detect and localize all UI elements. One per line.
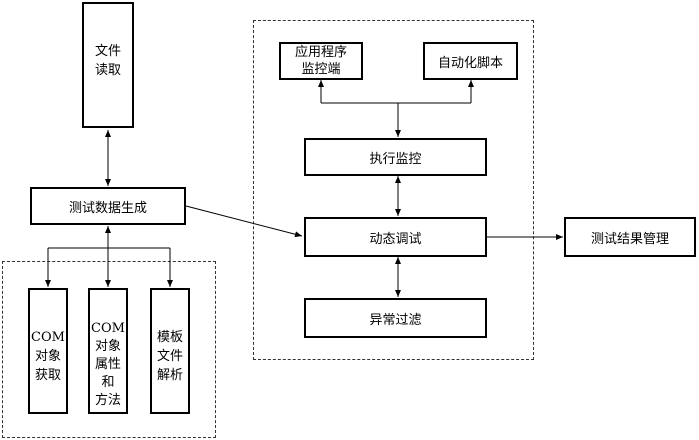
node-exec-monitor-label: 执行监控 [369, 151, 422, 167]
node-exec-monitor: 执行监控 [304, 138, 487, 176]
node-result-mgmt: 测试结果管理 [564, 217, 696, 257]
node-file-read: 文件 读取 [82, 2, 134, 128]
node-template-parse-label: 模板 文件 解析 [156, 330, 183, 383]
node-com-object-get-label: COM 对象 获取 [31, 330, 65, 383]
node-com-attr-method-label: COM 对象 属性 和 方法 [91, 321, 125, 408]
node-com-object-get: COM 对象 获取 [28, 288, 68, 414]
monitor-group [253, 20, 534, 360]
com-group [2, 261, 216, 438]
node-auto-script: 自动化脚本 [423, 42, 518, 80]
node-com-attr-method: COM 对象 属性 和 方法 [88, 288, 128, 414]
node-dynamic-test-label: 动态调试 [369, 231, 422, 247]
connector-gen-to-dynamic [185, 205, 303, 238]
node-app-monitor: 应用程序 监控端 [279, 42, 363, 80]
node-test-data-gen: 测试数据生成 [30, 187, 186, 225]
node-dynamic-test: 动态调试 [304, 217, 487, 257]
node-test-data-gen-label: 测试数据生成 [68, 200, 147, 216]
node-template-parse: 模板 文件 解析 [150, 288, 190, 414]
node-auto-script-label: 自动化脚本 [437, 55, 503, 71]
node-exception-filter: 异常过滤 [304, 298, 487, 338]
node-file-read-label: 文件 读取 [94, 44, 121, 78]
node-result-mgmt-label: 测试结果管理 [590, 231, 669, 247]
node-app-monitor-label: 应用程序 监控端 [294, 45, 347, 77]
node-exception-filter-label: 异常过滤 [369, 312, 422, 328]
